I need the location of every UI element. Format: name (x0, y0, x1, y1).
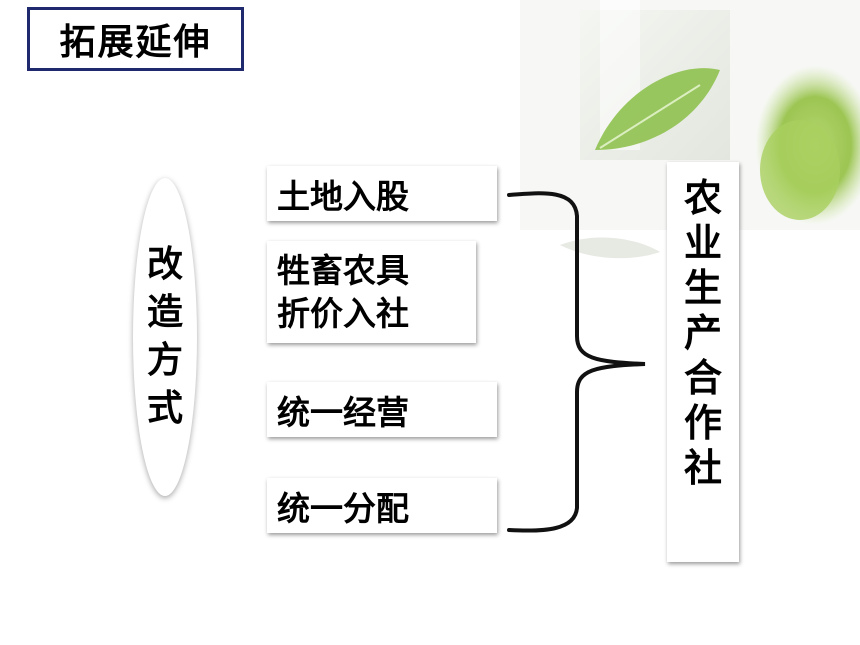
result-label: 农业生产合作社 (683, 176, 722, 490)
item-unified-management: 统一经营 (267, 382, 497, 437)
item-label: 折价入社 (277, 294, 409, 333)
transformation-method-oval: 改造方式 (133, 178, 197, 496)
left-label: 改造方式 (146, 244, 183, 429)
item-label: 统一经营 (277, 392, 409, 432)
result-box: 农业生产合作社 (667, 162, 739, 562)
item-label: 土地入股 (277, 176, 409, 216)
section-title: 拓展延伸 (27, 7, 244, 71)
item-unified-distribution: 统一分配 (267, 478, 497, 533)
item-label: 牲畜农具 (277, 251, 409, 290)
item-livestock-tools: 牲畜农具 折价入社 (267, 241, 476, 343)
right-brace (507, 191, 646, 533)
item-label-group: 牲畜农具 折价入社 (277, 249, 409, 335)
item-label: 统一分配 (277, 488, 409, 528)
item-land-shares: 土地入股 (267, 166, 497, 221)
